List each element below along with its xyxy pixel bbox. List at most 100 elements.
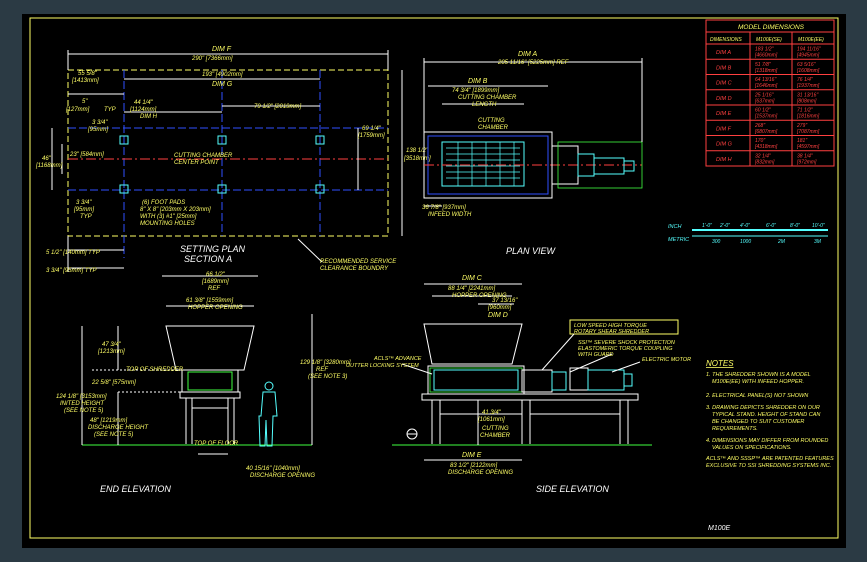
cad-drawing: DIM F 290" [7366mm] 193" [4902mm] DIM G … [29, 17, 839, 539]
foot-pads-4: MOUNTING HOLES [140, 221, 195, 227]
side-cutting-1: CUTTING [482, 426, 509, 432]
scale-metric-label: METRIC [668, 237, 689, 243]
dim-69-mm: [1759mm] [357, 133, 385, 139]
dim-193: 193" [4902mm] [202, 72, 243, 78]
table-cell-ee-in: 279" [796, 123, 807, 129]
dim-41: 41 3/4" [482, 410, 502, 416]
dim-c-label: DIM C [462, 275, 483, 282]
table-cell-se-in: 51 7/8" [755, 62, 771, 68]
low-speed-2: ROTARY SHEAR SHREDDER [574, 329, 649, 335]
dim-b-label: DIM B [468, 78, 488, 85]
table-cell-se-in: 25 1/16" [754, 92, 774, 98]
foot-pads-3: WITH (3) #1" [25mm] [140, 214, 197, 220]
dim-37: 37 13/16" [492, 298, 518, 304]
see-note-5-a: (SEE NOTE 5) [64, 408, 103, 414]
service-clearance-2: CLEARANCE BOUNDRY [320, 266, 389, 272]
dim-g-label: DIM G [212, 81, 233, 88]
scale-tick-6ft: 6'-0" [766, 223, 776, 229]
table-cell-se-mm: [1537mm] [754, 114, 778, 120]
scale-tick-4ft: 4'-0" [740, 223, 750, 229]
end-elevation-labels: 66 1/2" [1689mm] REF 61 3/8" [1559mm] HO… [56, 272, 351, 494]
hopper-opening-side: HOPPER OPENING [452, 293, 507, 299]
plan-view [423, 58, 643, 207]
table-cell-ee-mm: [972mm] [796, 159, 817, 165]
plan-view-labels: DIM A 205 11/16" [5225mm] REF DIM B 74 3… [422, 51, 569, 256]
low-speed-callout-box [569, 319, 679, 335]
sheet-border [29, 17, 839, 539]
table-cell-se-in: 268" [754, 123, 765, 129]
side-cutting-2: CHAMBER [480, 433, 511, 439]
table-cell-dim: DIM E [716, 111, 732, 117]
table-cell-se-in: 183 1/2" [755, 47, 774, 53]
dim-69: 69 1/4" [362, 126, 382, 132]
dim-55: 55 5/8" [78, 71, 98, 77]
table-cell-dim: DIM F [716, 126, 732, 132]
typ-1: TYP [104, 107, 116, 113]
setting-plan-labels: DIM F 290" [7366mm] 193" [4902mm] DIM G … [35, 46, 431, 274]
service-clearance-1: RECOMMENDED SERVICE [320, 259, 397, 265]
side-elevation-title: SIDE ELEVATION [536, 484, 609, 494]
table-header-se: M100E(SE) [756, 37, 782, 43]
table-cell-ee-in: 181" [797, 138, 807, 144]
table-cell-ee-in: 38 1/4" [797, 153, 813, 159]
ssi-2: ELASTOMERIC TORQUE COUPLING [578, 346, 673, 352]
table-cell-ee-in: 31 13/16" [797, 92, 818, 98]
table-cell-se-mm: [1646mm] [754, 83, 778, 89]
setting-plan-subtitle: SECTION A [184, 254, 232, 264]
table-title: MODEL DIMENSIONS [738, 24, 805, 31]
dim-22: 22 5/8" [575mm] [91, 380, 136, 386]
dim-h-label: DIM H [140, 114, 158, 120]
table-cell-se-in: 64 13/16" [755, 77, 776, 83]
table-cell-dim: DIM H [716, 157, 732, 163]
dim-47: 47 3/4" [102, 342, 122, 348]
top-of-floor: TOP OF FLOOR [194, 441, 239, 447]
see-note-3: (SEE NOTE 3) [308, 374, 347, 380]
acls-2: CUTTER LOCKING SYSTEM [346, 363, 419, 369]
dim-3-mm: [95mm] [87, 127, 108, 133]
table-cell-ee-mm: [808mm] [796, 98, 817, 104]
top-of-shredder: TOP OF SHREDDER [126, 367, 184, 373]
dim-55-mm: [1413mm] [71, 78, 99, 84]
dim-124: 124 1/8" [3153mm] [56, 394, 107, 400]
table-cell-ee-mm: [1608mm] [796, 68, 820, 74]
dim-512: 5 1/2" [140mm] TYP [46, 250, 100, 256]
table-cell-dim: DIM G [716, 142, 733, 148]
drawing-sheet: DIM F 290" [7366mm] 193" [4902mm] DIM G … [22, 14, 846, 548]
table-cell-se-mm: [4660mm] [754, 53, 778, 59]
dim-48: 48" [1219mm] [90, 418, 127, 424]
ssi-1: SSI™ SEVERE SHOCK PROTECTION [578, 340, 675, 346]
table-cell-ee-in: 71 1/2" [797, 108, 813, 114]
table-cell-dim: DIM B [716, 65, 732, 71]
dim-d-label: DIM D [488, 312, 508, 319]
dim-46: 46" [42, 156, 52, 162]
dim-44: 44 1/4" [134, 100, 154, 106]
table-cell-se-in: 60 1/2" [755, 108, 771, 114]
plan-cutting-2: CHAMBER [478, 125, 509, 131]
dim-37-mm: [960mm] [487, 305, 512, 311]
side-electric-motor [587, 369, 625, 391]
table-cell-ee-in: 76 1/4" [797, 77, 813, 83]
see-note-5-b: (SEE NOTE 5) [94, 432, 133, 438]
plan-motor [593, 157, 625, 175]
scale-tick-300: 300 [712, 239, 721, 245]
end-hopper [165, 325, 255, 371]
hopper-opening-end: HOPPER OPENING [188, 305, 243, 311]
table-header-dimensions: DIMENSIONS [710, 37, 742, 43]
dim-88: 88 1/4" [2241mm] [448, 286, 495, 292]
scale-tick-3m: 3M [814, 239, 822, 245]
dim-79: 79 1/2" [2019mm] [254, 104, 301, 110]
dim-5: 5" [82, 99, 88, 105]
foot-pads-1: (6) FOOT PADS [142, 200, 185, 206]
table-border [705, 19, 835, 167]
note-2: 2. ELECTRICAL PANEL(S) NOT SHOWN [705, 393, 808, 399]
table-cell-se-in: 170" [755, 138, 765, 144]
dim-a-value: 205 11/16" [5225mm] REF [497, 60, 569, 66]
scale-tick-1000: 1000 [740, 239, 751, 245]
chamber-center-2: CENTER POINT [174, 160, 220, 166]
foot-pads-2: 8" X 8" [203mm X 203mm] [140, 207, 211, 213]
table-cell-ee-in: 194 11/16" [797, 47, 821, 53]
table-cell-dim: DIM A [716, 50, 731, 56]
